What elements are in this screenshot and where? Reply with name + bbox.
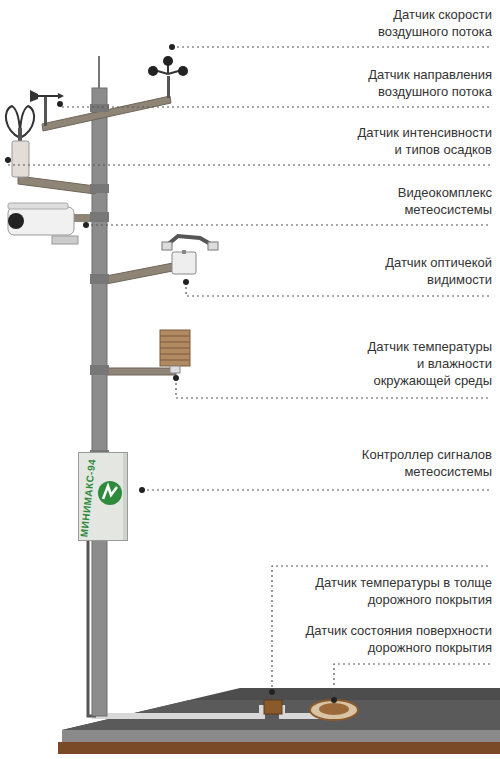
leader-dot	[269, 689, 275, 695]
camera-body	[8, 207, 74, 235]
visibility-body	[172, 252, 196, 274]
leader-line	[334, 664, 490, 700]
clamp	[90, 212, 109, 222]
soil-layer	[58, 742, 500, 754]
callout-label: Датчик оптичекой видимости	[372, 254, 492, 288]
leader-line	[86, 224, 490, 225]
anemometer-cup	[178, 66, 188, 76]
controller-box: МИНИМАКС-94	[78, 452, 128, 541]
vane-head	[58, 93, 64, 99]
shield-plate	[160, 348, 190, 349]
callout-label: Датчик направления воздушного потока	[342, 66, 492, 100]
antenna	[98, 56, 100, 90]
shield-plate	[160, 336, 190, 337]
visibility-receiver	[208, 242, 218, 250]
callout-label: Датчик температуры и влажности окружающе…	[367, 338, 492, 389]
road-edge	[62, 730, 500, 742]
radiation-shield	[160, 330, 190, 366]
depth-temperature-sensor	[264, 700, 282, 714]
callout-label: Датчик интенсивности и типов осадков	[352, 124, 492, 158]
camera-lens	[8, 213, 24, 229]
leader-line	[172, 46, 490, 47]
vane-tail	[30, 90, 38, 102]
leader-dot	[5, 157, 11, 163]
visibility-neck	[182, 250, 186, 254]
shield-plate	[160, 342, 190, 343]
clamp	[90, 104, 109, 112]
vane-mast	[44, 96, 47, 126]
callout-label: Датчик состояния поверхности дорожного п…	[292, 622, 492, 656]
surface-sensor	[319, 703, 349, 715]
precipitation-loop	[6, 106, 20, 138]
road-surface-front	[62, 700, 500, 730]
leader-dot	[139, 487, 145, 493]
precipitation-loop	[20, 106, 34, 138]
precipitation-post	[18, 128, 22, 142]
leader-dot	[183, 279, 189, 285]
clamp	[90, 184, 109, 193]
leader-line	[142, 489, 490, 490]
clamp	[90, 274, 109, 284]
camera-bracket	[52, 236, 78, 244]
sensor-arm	[42, 96, 171, 131]
callout-label: Контроллер сигналов метеосистемы	[352, 446, 492, 480]
callout-label: Видеокомплекс метеосистемы	[382, 184, 492, 218]
pole	[92, 88, 107, 716]
shield-plate	[160, 360, 190, 361]
visibility-head	[166, 236, 214, 246]
shield-plate	[160, 354, 190, 355]
callout-label: Датчик скорости воздушного потока	[342, 6, 492, 40]
leader-dot	[169, 44, 175, 50]
leader-dot	[57, 101, 63, 107]
camera-hood	[8, 203, 68, 209]
road-surface	[62, 688, 500, 730]
clamp	[90, 365, 109, 375]
sensor-arm	[106, 262, 178, 284]
sensor-arm	[106, 368, 176, 375]
leader-dots	[5, 44, 337, 703]
logo-glyph	[103, 486, 117, 499]
leader-line	[60, 104, 490, 107]
leader-dot	[331, 697, 337, 703]
sensor-arm	[18, 176, 95, 194]
leader-line	[8, 160, 490, 165]
logo-circle	[98, 481, 122, 505]
leader-dot	[83, 222, 89, 228]
callout-label: Датчик температуры в толще дорожного пок…	[297, 574, 492, 608]
cable-groove	[92, 708, 320, 716]
leader-dot	[173, 375, 179, 381]
anemometer-mast	[167, 76, 170, 98]
precipitation-body	[12, 141, 29, 177]
shield-mount	[170, 366, 180, 373]
brand-label: МИНИМАКС-94	[78, 458, 97, 537]
visibility-emitter	[162, 242, 172, 250]
anemometer-cup	[148, 66, 158, 76]
anemometer-cup	[163, 56, 173, 66]
